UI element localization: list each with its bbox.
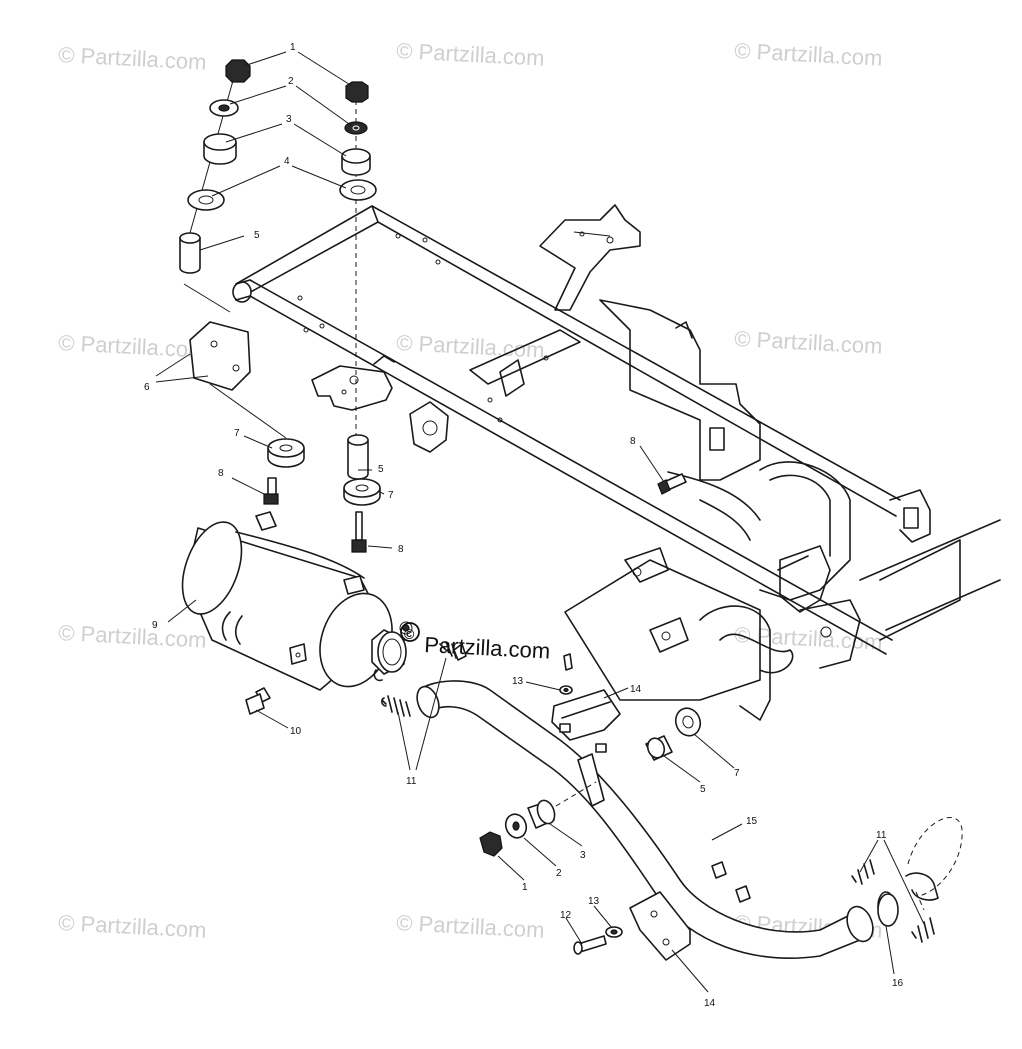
callout-13: 13 [512, 676, 524, 687]
callout-5: 5 [254, 230, 260, 241]
watermark: © Partzilla.com [58, 42, 207, 75]
callout-labels: 1 2 3 4 5 6 7 8 5 7 8 8 9 10 11 13 14 7 … [144, 42, 904, 1009]
callout-9: 9 [152, 620, 158, 631]
callout-16: 16 [892, 978, 904, 989]
drain-bolt [245, 687, 271, 715]
frame-structure [232, 204, 1001, 721]
callout-5: 5 [378, 464, 384, 475]
muffler [181, 511, 413, 691]
watermark: © Partzilla.com [58, 910, 207, 943]
callout-5: 5 [700, 784, 706, 795]
callout-12: 12 [560, 910, 572, 921]
watermark: © Partzilla.com [734, 622, 883, 655]
callout-10: 10 [290, 726, 302, 737]
watermark: © Partzilla.com [396, 910, 545, 943]
callout-14: 14 [704, 998, 716, 1009]
leader-lines [155, 51, 925, 993]
watermark-center: Partzilla.com [424, 632, 551, 664]
callout-11: 11 [876, 830, 887, 841]
callout-3: 3 [286, 114, 292, 125]
right-hardware-stack [339, 81, 381, 553]
center-watermark: © Partzilla.com [400, 622, 551, 664]
watermark: © Partzilla.com [734, 326, 883, 359]
springs [381, 641, 935, 943]
callout-2: 2 [288, 76, 294, 87]
callout-13: 13 [588, 896, 600, 907]
callout-11: 11 [406, 776, 417, 787]
pipe-brackets [551, 689, 691, 961]
callout-6: 6 [144, 382, 150, 393]
callout-7: 7 [234, 428, 240, 439]
watermark: © Partzilla.com [734, 38, 883, 71]
callout-2: 2 [556, 868, 562, 879]
header-pipe [416, 643, 963, 959]
callout-1: 1 [290, 42, 296, 53]
lower-hardware-stack [479, 707, 702, 857]
callout-8: 8 [218, 468, 224, 479]
front-mount-bracket [189, 321, 395, 411]
watermark: © Partzilla.com [396, 38, 545, 71]
callout-4: 4 [284, 156, 290, 167]
watermarks: © Partzilla.com © Partzilla.com © Partzi… [58, 38, 883, 943]
callout-14: 14 [630, 684, 642, 695]
left-grommet-bolt [263, 438, 687, 505]
callout-8: 8 [398, 544, 404, 555]
callout-8: 8 [630, 436, 636, 447]
small-hardware [559, 653, 623, 955]
left-hardware-stack [179, 59, 251, 274]
callout-7: 7 [734, 768, 740, 779]
callout-3: 3 [580, 850, 586, 861]
copyright-icon: © [404, 626, 415, 642]
callout-1: 1 [522, 882, 528, 893]
watermark: © Partzilla.com [58, 620, 207, 653]
callout-15: 15 [746, 816, 758, 827]
callout-7: 7 [388, 490, 394, 501]
